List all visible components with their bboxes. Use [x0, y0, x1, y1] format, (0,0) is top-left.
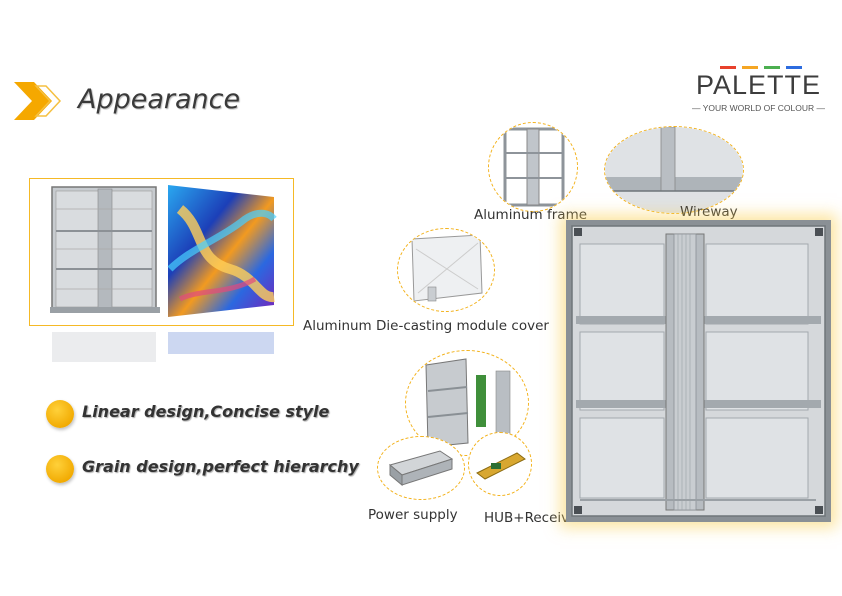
bullet-dot: [46, 400, 74, 428]
cabinet-back-view: [50, 186, 160, 313]
logo-wordmark: PALETTE: [695, 70, 822, 100]
label-module-cover: Aluminum Die-casting module cover: [303, 318, 549, 334]
feature-text: Grain design,perfect hierarchy: [82, 457, 359, 476]
label-power-supply: Power supply: [368, 507, 458, 523]
page-title: Appearance: [78, 84, 241, 115]
product-view-box: [29, 178, 294, 326]
bullet-dot: [46, 455, 74, 483]
brand-logo: PALETTE — YOUR WORLD OF COLOUR —: [686, 64, 831, 116]
hub-receiver-detail: [468, 432, 532, 496]
label-wireway: Wireway: [680, 204, 738, 220]
feature-item-1: Linear design,Concise style: [46, 398, 366, 428]
label-aluminum-frame: Aluminum frame: [474, 207, 588, 223]
label-hub-receiver: HUB+Receiver: [484, 510, 584, 526]
module-cover-detail: [397, 228, 495, 312]
power-supply-detail: [377, 436, 465, 500]
product-reflection: [52, 332, 274, 362]
cabinet-back-large-image: [566, 220, 831, 522]
feature-item-2: Grain design,perfect hierarchy: [46, 453, 366, 483]
wireway-detail: [604, 126, 744, 214]
cabinet-back-and-front-image: [50, 185, 277, 317]
chevron-arrow-icon: [14, 82, 62, 120]
cabinet-front-view: [167, 185, 277, 317]
logo-tagline: — YOUR WORLD OF COLOUR —: [691, 103, 826, 113]
aluminum-frame-detail: [488, 122, 578, 212]
feature-text: Linear design,Concise style: [82, 402, 330, 421]
logo-color-bars: [720, 66, 802, 69]
